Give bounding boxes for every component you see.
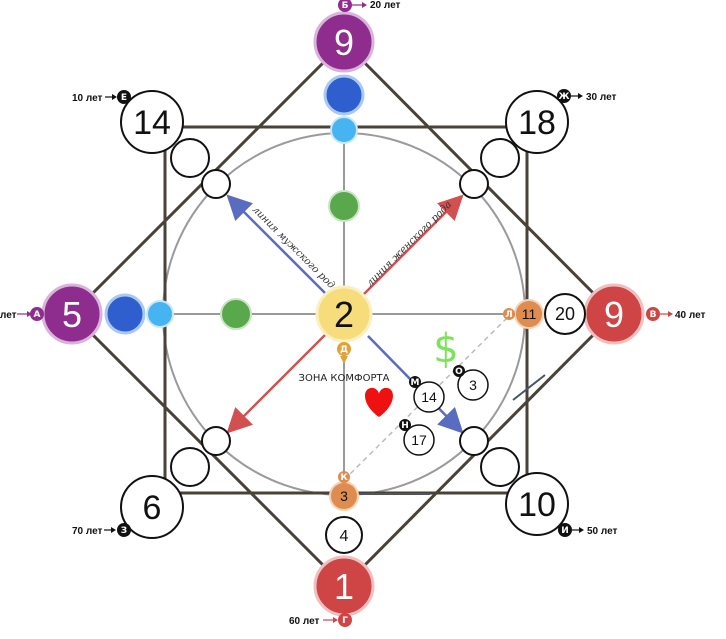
svg-text:Л: Л xyxy=(505,310,512,320)
bottom-white-circle: 4 xyxy=(325,516,363,554)
svg-text:3: 3 xyxy=(469,377,477,393)
small-circle-tr-b xyxy=(459,169,489,199)
small-circle-bl-b xyxy=(201,426,231,456)
svg-text:2: 2 xyxy=(334,294,354,335)
svg-text:10: 10 xyxy=(518,486,556,524)
tag-o: О xyxy=(453,365,465,377)
svg-text:Г: Г xyxy=(342,616,348,626)
right-white-circle: 20 xyxy=(544,293,586,335)
circle-n: 17 xyxy=(403,424,435,456)
tag-m: М xyxy=(409,376,421,388)
small-circle-br-a xyxy=(480,447,520,487)
point-top: 9 xyxy=(313,11,375,73)
top-blue-circle xyxy=(323,74,365,116)
svg-text:18: 18 xyxy=(518,104,556,142)
point-right: 9 xyxy=(583,283,645,345)
red-arrow-lower-left xyxy=(226,331,329,434)
svg-text:1: 1 xyxy=(334,566,354,607)
svg-text:В: В xyxy=(650,310,657,320)
point-br: 10 xyxy=(505,472,569,536)
svg-text:И: И xyxy=(561,526,569,536)
circle-o: 3 xyxy=(457,369,489,401)
comfort-zone-label: ЗОНА КОМФОРТА xyxy=(299,373,390,384)
center-letter-tag: Д xyxy=(337,342,351,356)
female-line-arrow xyxy=(361,194,464,297)
svg-text:5: 5 xyxy=(62,294,82,335)
age-tag-bottom: 60 лет Г xyxy=(289,613,352,627)
tag-n: Н xyxy=(399,419,411,431)
svg-text:Д: Д xyxy=(340,345,348,355)
svg-text:14: 14 xyxy=(421,389,437,405)
svg-text:З: З xyxy=(121,526,127,536)
age-tag-left: лет А xyxy=(0,307,44,321)
svg-text:6: 6 xyxy=(143,489,162,527)
point-bl: 6 xyxy=(120,475,184,539)
dark-line-1 xyxy=(512,374,546,401)
svg-text:Ж: Ж xyxy=(558,92,569,102)
svg-text:4: 4 xyxy=(340,528,349,545)
age-tag-br: И 50 лет xyxy=(558,523,618,537)
svg-text:М: М xyxy=(411,378,420,388)
center-small-arrow xyxy=(340,356,348,364)
male-line-arrow xyxy=(226,194,329,297)
svg-text:Е: Е xyxy=(121,93,127,103)
top-lightblue-circle xyxy=(330,116,358,144)
svg-text:20 лет: 20 лет xyxy=(370,0,401,11)
point-center: 2 xyxy=(315,285,373,343)
svg-text:70 лет: 70 лет xyxy=(72,526,103,537)
svg-text:14: 14 xyxy=(133,104,171,142)
male-line-label: линия мужского рода xyxy=(250,204,341,295)
age-tag-tr: Ж 30 лет xyxy=(557,89,617,103)
svg-text:О: О xyxy=(455,367,463,377)
svg-text:10 лет: 10 лет xyxy=(72,93,103,104)
svg-text:Б: Б xyxy=(342,1,349,11)
svg-text:9: 9 xyxy=(604,294,624,335)
heart-icon xyxy=(365,387,393,417)
svg-text:К: К xyxy=(340,473,348,483)
age-tag-top: Б 20 лет xyxy=(338,0,401,12)
left-blue-circle xyxy=(104,293,146,335)
age-tag-right: В 40 лет xyxy=(646,307,706,321)
circle-m: 14 xyxy=(413,381,445,413)
left-green-circle xyxy=(220,298,252,330)
svg-text:50 лет: 50 лет xyxy=(587,526,618,537)
small-circle-tl-a xyxy=(170,138,210,178)
svg-text:лет: лет xyxy=(0,310,17,321)
svg-text:40 лет: 40 лет xyxy=(675,310,706,321)
svg-text:20: 20 xyxy=(555,304,575,324)
small-circle-tl-b xyxy=(201,169,231,199)
age-tag-bl: 70 лет З xyxy=(72,523,131,537)
point-left: 5 xyxy=(41,283,103,345)
small-circle-bl-a xyxy=(170,447,210,487)
female-line-label: линия женского рода xyxy=(364,199,454,289)
point-bottom: 1 xyxy=(313,555,375,617)
small-circle-tr-a xyxy=(480,138,520,178)
tag-k: К xyxy=(338,471,350,483)
age-tag-tl: 10 лет Е xyxy=(72,90,131,104)
svg-text:3: 3 xyxy=(340,488,348,504)
svg-text:30 лет: 30 лет xyxy=(586,92,617,103)
svg-text:А: А xyxy=(34,310,41,320)
svg-text:9: 9 xyxy=(334,22,354,63)
tag-l: Л xyxy=(503,308,515,320)
svg-text:11: 11 xyxy=(522,306,537,322)
dollar-icon: $ xyxy=(433,326,458,372)
point-tl: 14 xyxy=(120,90,184,154)
svg-text:Н: Н xyxy=(401,421,409,431)
left-lightblue-circle xyxy=(146,300,174,328)
bottom-orange-circle: 3 xyxy=(329,481,359,511)
svg-text:60 лет: 60 лет xyxy=(289,616,320,627)
point-tr: 18 xyxy=(505,90,569,154)
small-circle-br-b xyxy=(459,426,489,456)
svg-text:17: 17 xyxy=(411,432,427,448)
right-orange-circle: 11 xyxy=(514,299,544,329)
top-green-circle xyxy=(328,190,360,222)
